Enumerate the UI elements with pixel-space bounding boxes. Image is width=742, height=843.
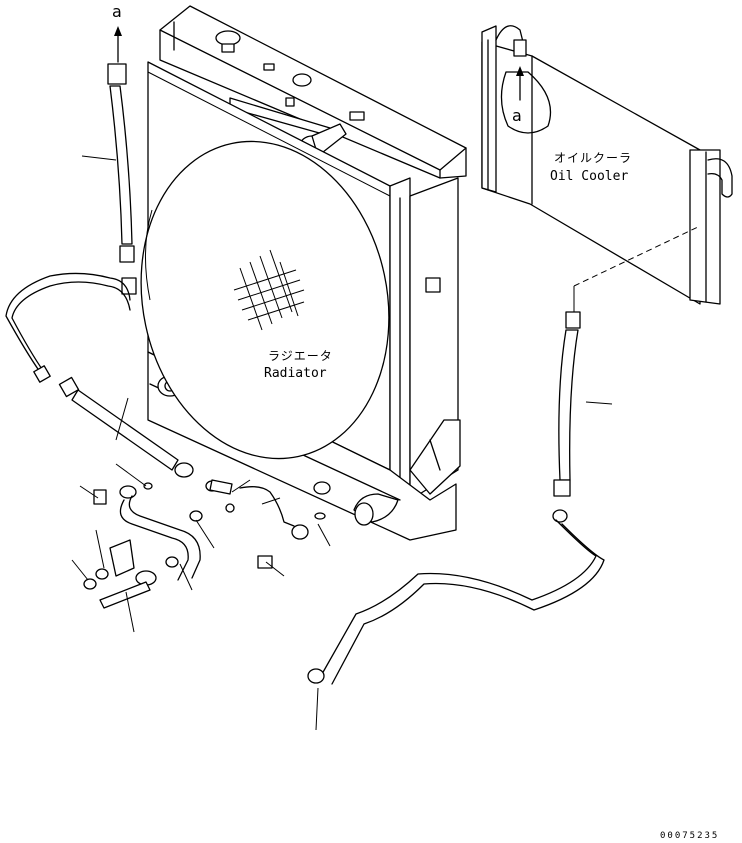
- leader-lines: [71, 155, 613, 731]
- drawing-number: 00075235: [660, 831, 720, 841]
- arrow-a-label-cooler: a: [512, 106, 522, 125]
- cooler-supply-line: [5, 26, 309, 609]
- arrow-a-label-top: a: [112, 2, 122, 21]
- oil-cooler-label-jp: オイルクーラ: [554, 151, 633, 165]
- radiator-assembly: [140, 5, 467, 541]
- oil-cooler-assembly: [481, 25, 733, 312]
- oil-cooler-label-en: Oil Cooler: [550, 169, 629, 184]
- radiator-label-en: Radiator: [264, 366, 327, 381]
- cooler-return-line: [307, 311, 605, 685]
- radiator-label-jp: ラジエータ: [268, 349, 333, 363]
- core-hatch: [233, 249, 305, 331]
